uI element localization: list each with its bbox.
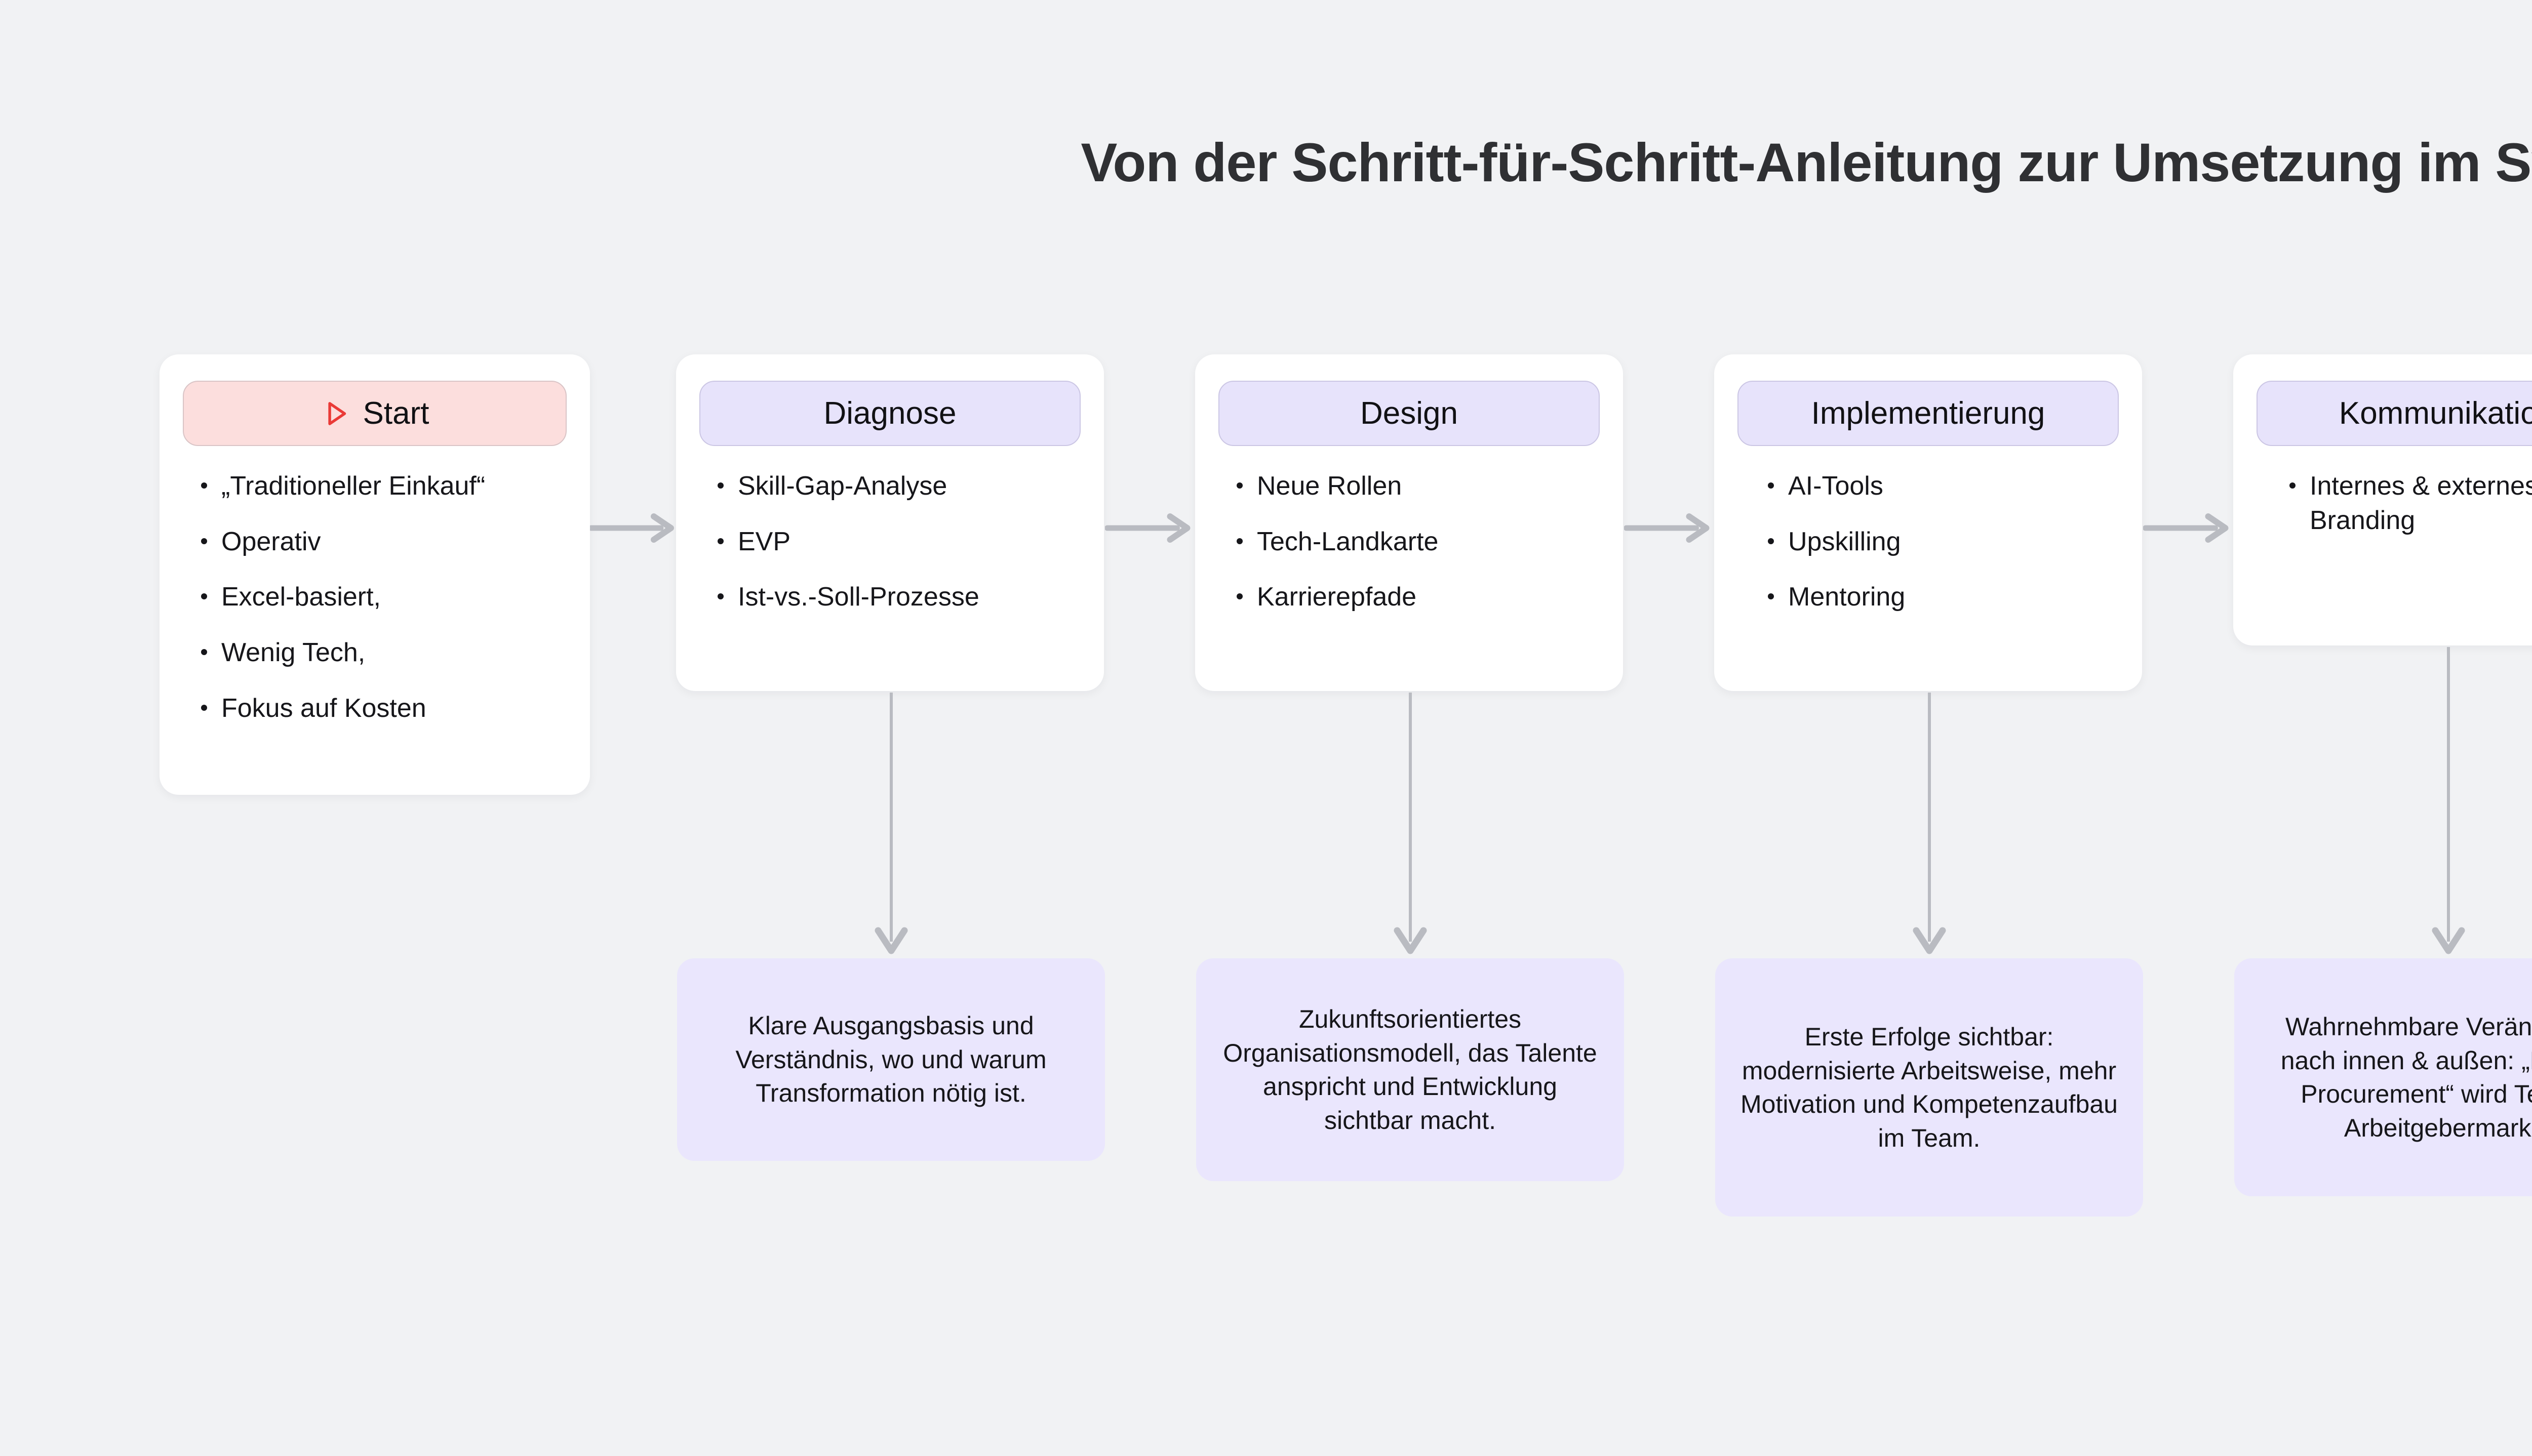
list-item: Tech-Landkarte [1234, 525, 1593, 559]
list-item: Operativ [198, 525, 560, 559]
list-item: Skill-Gap-Analyse [715, 469, 1074, 504]
list-item: Mentoring [1765, 580, 2112, 615]
step-badge-label: Diagnose [823, 396, 957, 431]
play-triangle-icon [328, 401, 346, 425]
list-item: Ist-vs.-Soll-Prozesse [715, 580, 1074, 615]
list-item: Internes & externes Branding [2286, 469, 2532, 538]
step-bullet-list: Neue Rollen Tech-Landkarte Karrierepfade [1234, 469, 1593, 615]
step-bullet-list: AI-Tools Upskilling Mentoring [1765, 469, 2112, 615]
step-card-implementierung[interactable]: Implementierung AI-Tools Upskilling Ment… [1714, 354, 2142, 691]
step-card-kommunikation[interactable]: Kommunikation Internes & externes Brandi… [2233, 354, 2532, 645]
outcome-box-design: Zukunftsorientiertes Organisationsmodell… [1196, 958, 1624, 1181]
step-badge-label: Design [1360, 396, 1458, 431]
outcome-box-implementierung: Erste Erfolge sichtbar: modernisierte Ar… [1715, 958, 2143, 1217]
step-badge-label: Start [363, 396, 429, 431]
step-badge-implementierung[interactable]: Implementierung [1737, 381, 2119, 447]
step-card-design[interactable]: Design Neue Rollen Tech-Landkarte Karrie… [1195, 354, 1623, 691]
list-item: „Traditioneller Einkauf“ [198, 469, 560, 504]
list-item: EVP [715, 525, 1074, 559]
outcome-box-kommunikation: Wahrnehmbare Veränderung nach innen & au… [2234, 958, 2532, 1196]
step-bullet-list: Skill-Gap-Analyse EVP Ist-vs.-Soll-Proze… [715, 469, 1074, 615]
outcome-text: Wahrnehmbare Veränderung nach innen & au… [2280, 1013, 2532, 1142]
list-item: Neue Rollen [1234, 469, 1593, 504]
step-badge-start[interactable]: Start [183, 381, 567, 447]
connector-arrow-start-to-diagnose [590, 513, 674, 543]
list-item: Karrierepfade [1234, 580, 1593, 615]
step-badge-design[interactable]: Design [1218, 381, 1600, 447]
connector-arrow-implementierung-to-outcome [1913, 693, 1946, 954]
step-badge-diagnose[interactable]: Diagnose [699, 381, 1081, 447]
list-item: AI-Tools [1765, 469, 2112, 504]
connector-arrow-implementierung-to-kommunikation [2143, 513, 2229, 543]
list-item: Upskilling [1765, 525, 2112, 559]
outcome-text: Erste Erfolge sichtbar: modernisierte Ar… [1740, 1023, 2118, 1152]
step-badge-kommunikation[interactable]: Kommunikation [2257, 381, 2532, 447]
connector-arrow-diagnose-to-design [1105, 513, 1191, 543]
connector-arrow-diagnose-to-outcome [875, 693, 908, 954]
list-item: Fokus auf Kosten [198, 692, 560, 726]
step-card-start[interactable]: Start „Traditioneller Einkauf“ Operativ … [160, 354, 590, 795]
connector-arrow-kommunikation-to-outcome [2432, 647, 2465, 954]
connector-arrow-design-to-outcome [1394, 693, 1427, 954]
outcome-text: Zukunftsorientiertes Organisationsmodell… [1223, 1005, 1597, 1135]
step-card-diagnose[interactable]: Diagnose Skill-Gap-Analyse EVP Ist-vs.-S… [676, 354, 1104, 691]
step-bullet-list: „Traditioneller Einkauf“ Operativ Excel-… [198, 469, 560, 725]
outcome-text: Klare Ausgangsbasis und Verständnis, wo … [735, 1012, 1047, 1108]
step-bullet-list: Internes & externes Branding [2286, 469, 2532, 538]
step-badge-label: Implementierung [1811, 396, 2045, 431]
step-badge-label: Kommunikation [2339, 396, 2532, 431]
page-title: Von der Schritt-für-Schritt-Anleitung zu… [1081, 132, 2532, 193]
connector-arrow-design-to-implementierung [1624, 513, 1710, 543]
list-item: Excel-basiert, [198, 580, 560, 615]
outcome-box-diagnose: Klare Ausgangsbasis und Verständnis, wo … [677, 958, 1105, 1161]
list-item: Wenig Tech, [198, 636, 560, 670]
